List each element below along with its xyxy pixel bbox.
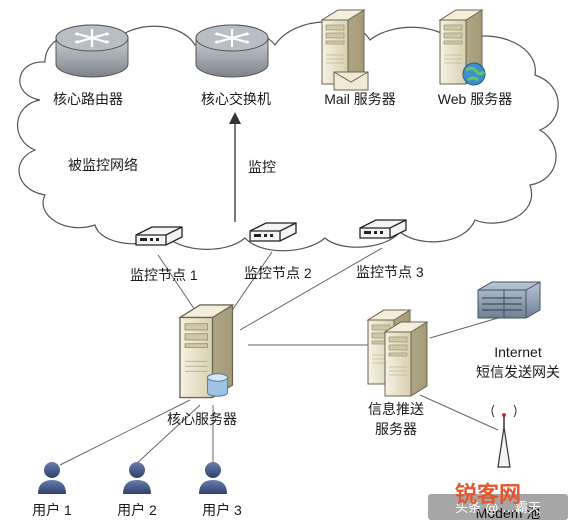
label-web-server: Web 服务器 [438, 91, 512, 107]
label-core-switch: 核心交换机 [201, 91, 271, 107]
label-user-1: 用户 1 [32, 502, 72, 518]
core-switch-icon [194, 23, 270, 79]
watermark: 头条 @ ...霸天 锐客网 [428, 482, 568, 520]
core-router-icon [54, 23, 130, 79]
watermark-brand: 锐客网 [455, 482, 521, 508]
label-core-router: 核心路由器 [53, 91, 123, 107]
watermark-source: 头条 @ ...霸天 [455, 500, 541, 516]
label-user-2: 用户 2 [117, 502, 157, 518]
user-2-icon [123, 462, 151, 494]
web-server-icon [439, 9, 486, 86]
label-monitored-network: 被监控网络 [68, 157, 138, 173]
push-server-icon [367, 309, 428, 397]
user-3-icon [199, 462, 227, 494]
label-user-3: 用户 3 [202, 502, 242, 518]
label-push-server-line1: 信息推送 [368, 401, 424, 417]
label-monitor-node-3: 监控节点 3 [356, 264, 424, 280]
label-core-server: 核心服务器 [167, 411, 237, 427]
modem-antenna-icon [491, 404, 517, 468]
label-push-server-line2: 服务器 [375, 421, 417, 437]
network-cloud [17, 21, 559, 252]
label-monitor: 监控 [248, 159, 276, 175]
label-sms-gateway: 短信发送网关 [476, 364, 560, 380]
label-mail-server: Mail 服务器 [324, 91, 396, 107]
monitor-arrow [229, 112, 241, 222]
core-server-icon [179, 304, 234, 399]
mail-server-icon [321, 9, 369, 91]
user-1-icon [38, 462, 66, 494]
label-internet: Internet [494, 344, 542, 360]
label-monitor-node-1: 监控节点 1 [130, 267, 198, 283]
internet-gateway-icon [477, 281, 541, 319]
label-monitor-node-2: 监控节点 2 [244, 265, 312, 281]
label-modem-pool: Modem 池 [476, 505, 541, 521]
